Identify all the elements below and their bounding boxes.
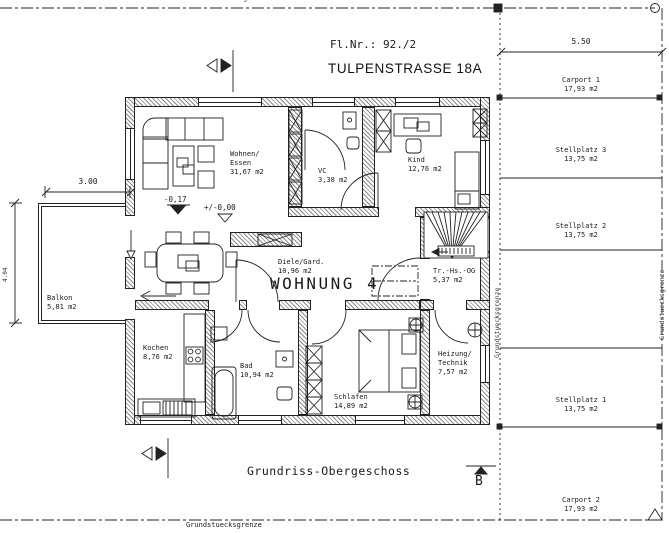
parking-label-stellplatz2: Stellplatz 2 13,75 m2 xyxy=(555,222,607,240)
apartment-label: WOHNUNG 4 xyxy=(270,274,380,293)
window-heating xyxy=(480,345,490,383)
wall-bath-bedroom xyxy=(298,310,308,415)
wall-vc-kind xyxy=(362,107,375,207)
window-living xyxy=(198,97,262,107)
parking-label-carport1: Carport 1 17,93 m2 xyxy=(562,76,600,94)
room-label-bedroom: Schlafen 14,89 m2 xyxy=(334,393,368,411)
room-label-living: Wohnen/ Essen 31,67 m2 xyxy=(230,150,264,177)
wall-stub-living xyxy=(230,232,302,247)
window-living-west xyxy=(125,128,135,180)
wall-kitchen-bath xyxy=(205,310,215,415)
parking-label-stellplatz1: Stellplatz 1 13,75 m2 xyxy=(555,396,607,414)
wall-shaft xyxy=(288,107,302,207)
window-child-north xyxy=(395,97,440,107)
window-bedroom xyxy=(355,415,405,425)
door-opening-balcony-lower xyxy=(125,288,135,320)
dimension-balcony-width: 3.00 xyxy=(78,177,98,186)
window-wc xyxy=(312,97,355,107)
boundary-label-right: Grundstuecksgrenze xyxy=(658,269,666,340)
room-label-bath: Bad 10,94 m2 xyxy=(240,362,274,380)
window-child-east xyxy=(480,140,490,195)
door-opening-balcony-upper xyxy=(125,215,135,258)
section-marker-b: B xyxy=(475,474,483,489)
wall-outer-left xyxy=(125,97,135,425)
parcel-number: Fl.Nr.: 92./2 xyxy=(330,38,417,51)
parking-label-stellplatz3: Stellplatz 3 13,75 m2 xyxy=(555,146,607,164)
boundary-label-top: Grundstuecksgrenze xyxy=(200,0,265,3)
kitchen-fixtures xyxy=(137,313,206,418)
room-label-child: Kind 12,76 m2 xyxy=(408,156,442,174)
window-bath xyxy=(238,415,282,425)
door-opening-child xyxy=(378,207,416,217)
door-opening-bath xyxy=(246,300,280,310)
parking-label-carport2: Carport 2 17,93 m2 xyxy=(562,496,600,514)
street-name: TULPENSTRASSE 18A xyxy=(328,61,483,76)
level-mark-balcony: -0,17 xyxy=(164,195,187,204)
wall-bedroom-heating xyxy=(420,310,430,415)
room-label-hall: Diele/Gard. 10,96 m2 xyxy=(278,258,325,276)
plan-title: Grundriss-Obergeschoss xyxy=(247,464,411,478)
boundary-label-bottom: Grundstuecksgrenze xyxy=(186,521,262,529)
dimension-balcony-depth: 4.04 xyxy=(2,267,9,282)
room-label-heating: Heizung/ Technik 7,57 m2 xyxy=(438,350,472,377)
door-opening-bedroom xyxy=(310,300,346,310)
room-label-wc: VC 3,38 m2 xyxy=(318,167,348,185)
window-stairwell xyxy=(480,218,490,252)
wall-outer-right xyxy=(480,97,490,425)
wc-fixtures xyxy=(342,111,360,150)
door-opening-entrance xyxy=(420,258,430,300)
room-label-balcony: Balkon 5,81 m2 xyxy=(47,294,77,312)
room-label-stairwell: Tr.-Hs.-OG 5,37 m2 xyxy=(433,267,476,285)
door-opening-heating xyxy=(433,300,467,310)
bedroom-furniture xyxy=(358,329,421,393)
room-label-kitchen: Kochen 8,76 m2 xyxy=(143,344,173,362)
window-kitchen xyxy=(140,415,192,425)
staircase xyxy=(423,211,489,259)
boundary-label-strip: Grundstuecksgrenze xyxy=(493,287,501,358)
door-opening-kitchen xyxy=(208,300,240,310)
dimension-carport-width: 5.50 xyxy=(571,37,591,46)
level-mark-floor: +/-0,00 xyxy=(204,203,236,212)
